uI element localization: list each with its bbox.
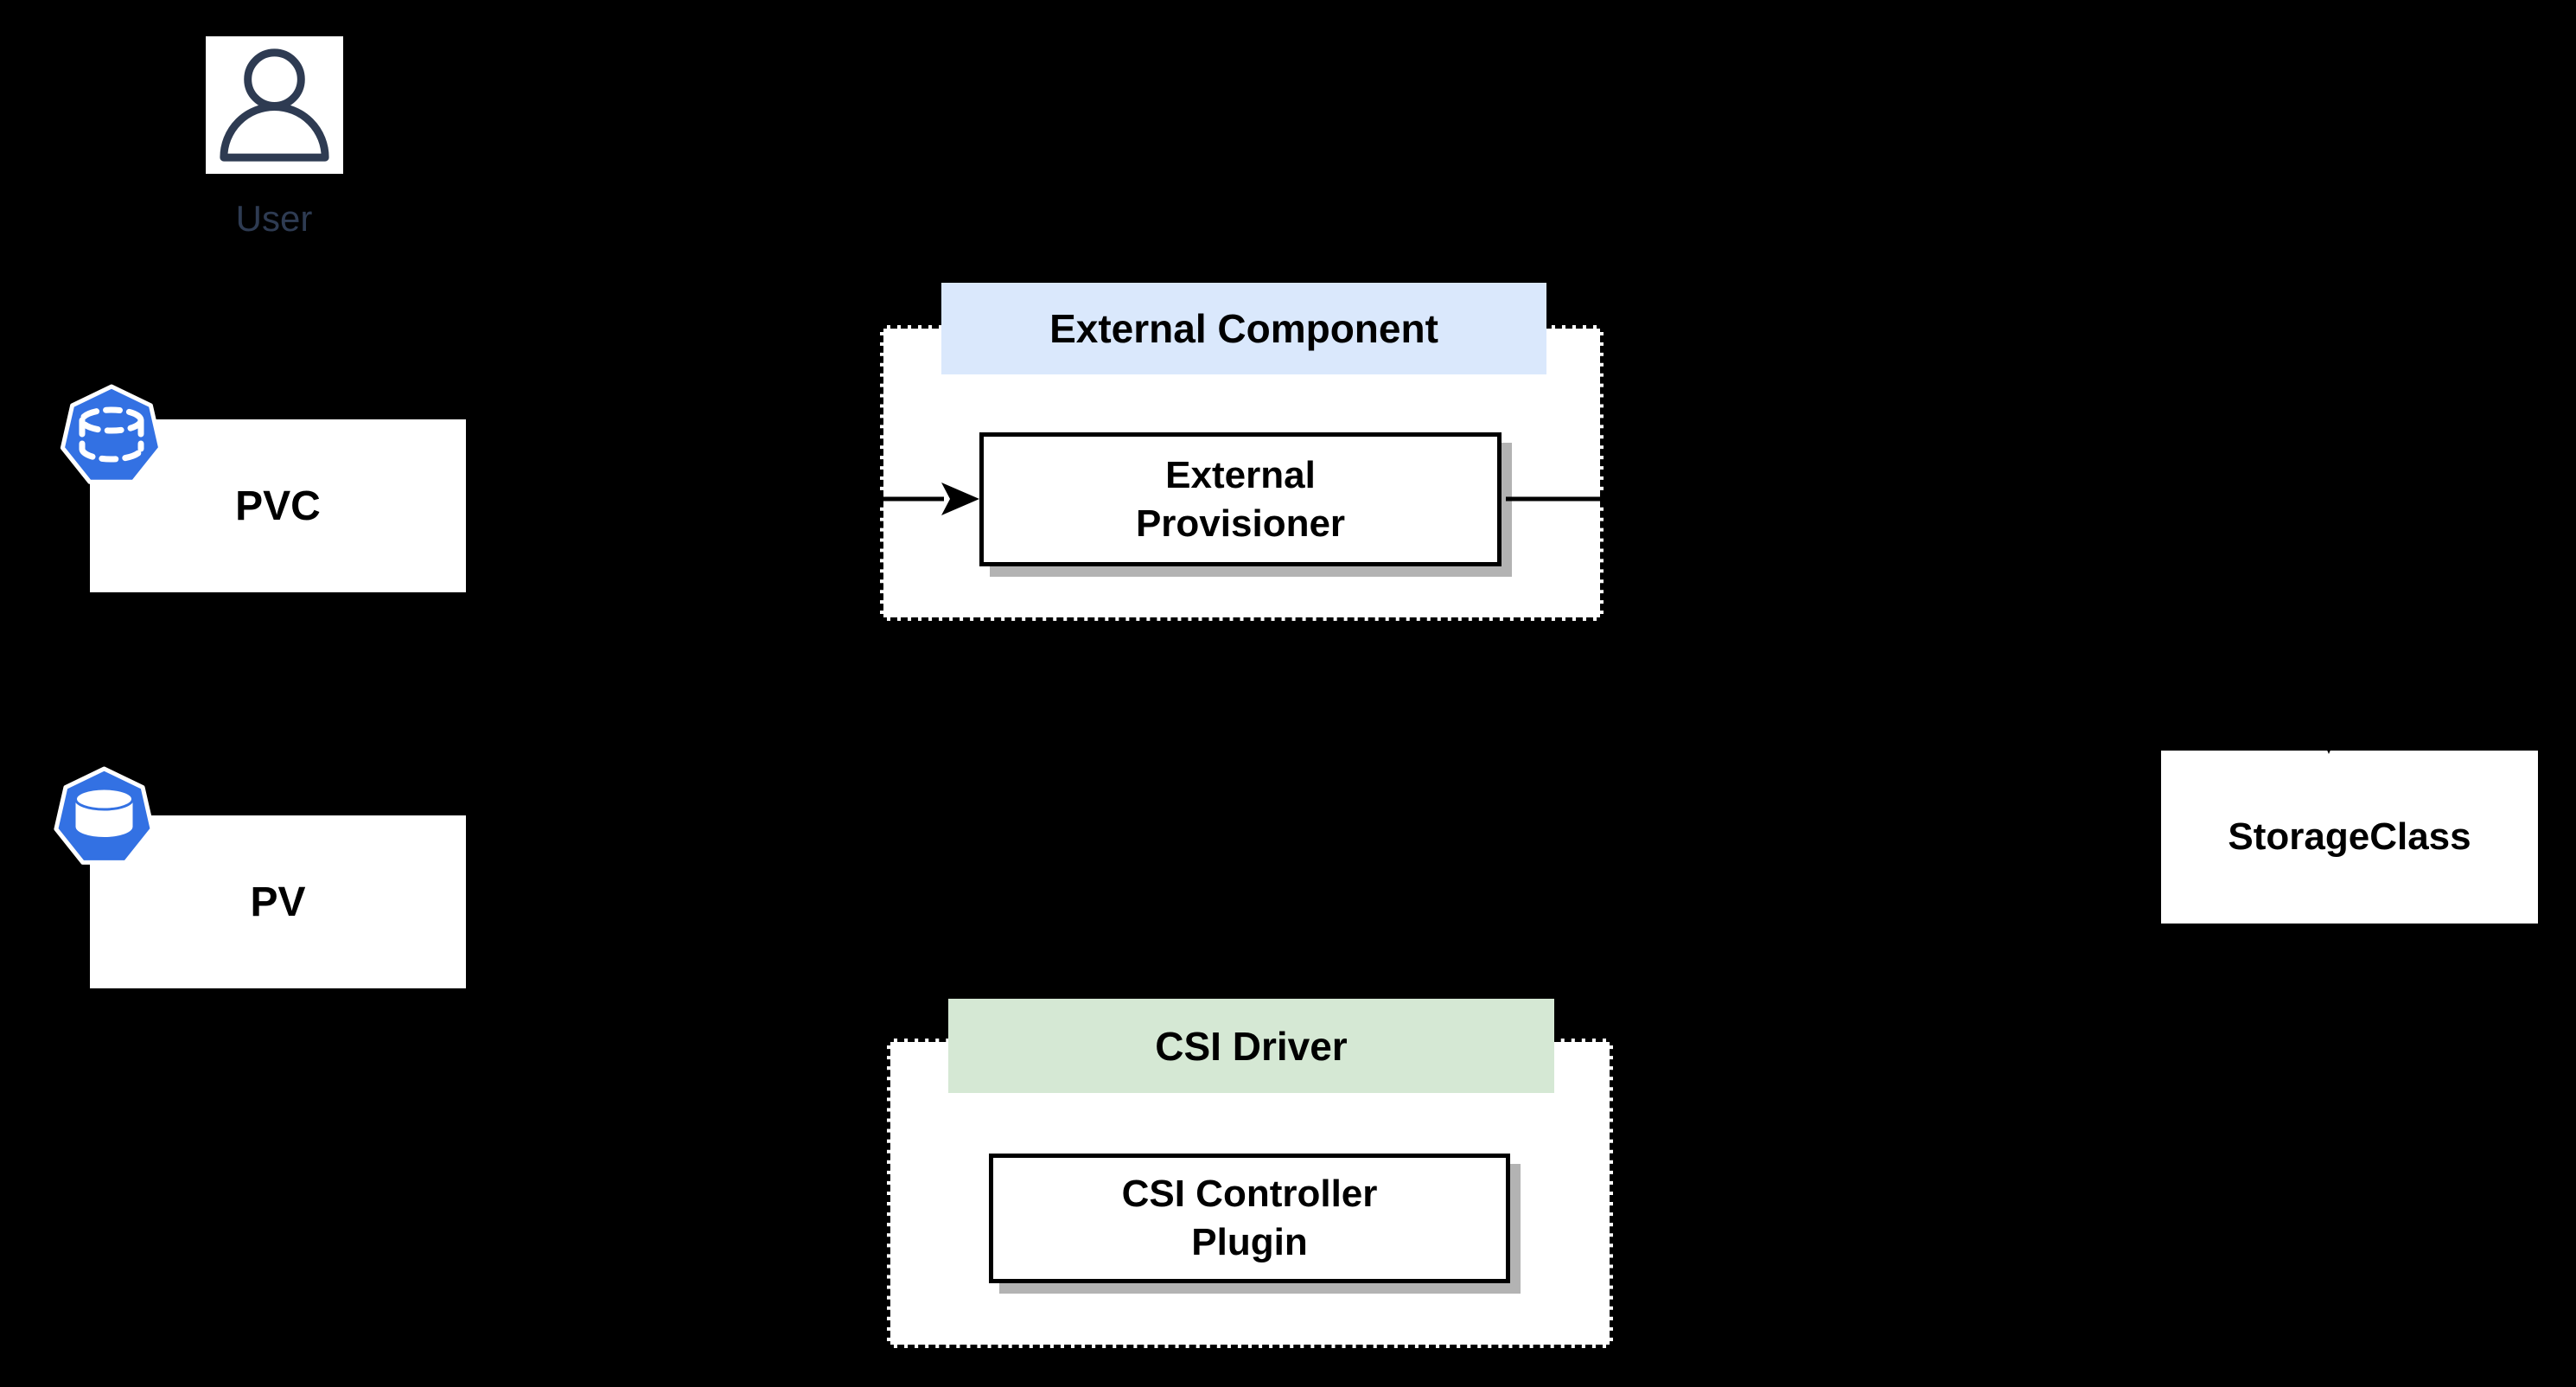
person-icon: [206, 36, 343, 174]
storage-class-node: StorageClass: [2161, 751, 2538, 924]
pv-label: PV: [250, 879, 306, 925]
external-provisioner-label: External Provisioner: [1135, 453, 1346, 545]
csi-driver-header: CSI Driver: [948, 999, 1554, 1093]
external-component-header: External Component: [941, 283, 1546, 374]
k8s-pvc-icon: [60, 381, 163, 494]
user-shape: [206, 36, 343, 174]
user-label: User: [235, 198, 313, 239]
pvc-label: PVC: [235, 483, 321, 529]
edge-external-provisioner-to-storage-class: [1506, 496, 2345, 754]
external-provisioner-node: External Provisioner: [979, 432, 1502, 566]
k8s-pv-icon: [52, 764, 156, 873]
pv-node: PV: [90, 815, 466, 988]
csi-controller-plugin-label: CSI Controller Plugin: [1121, 1173, 1378, 1263]
storage-class-label: StorageClass: [2228, 815, 2471, 858]
csi-controller-plugin-node: CSI Controller Plugin: [989, 1154, 1510, 1283]
